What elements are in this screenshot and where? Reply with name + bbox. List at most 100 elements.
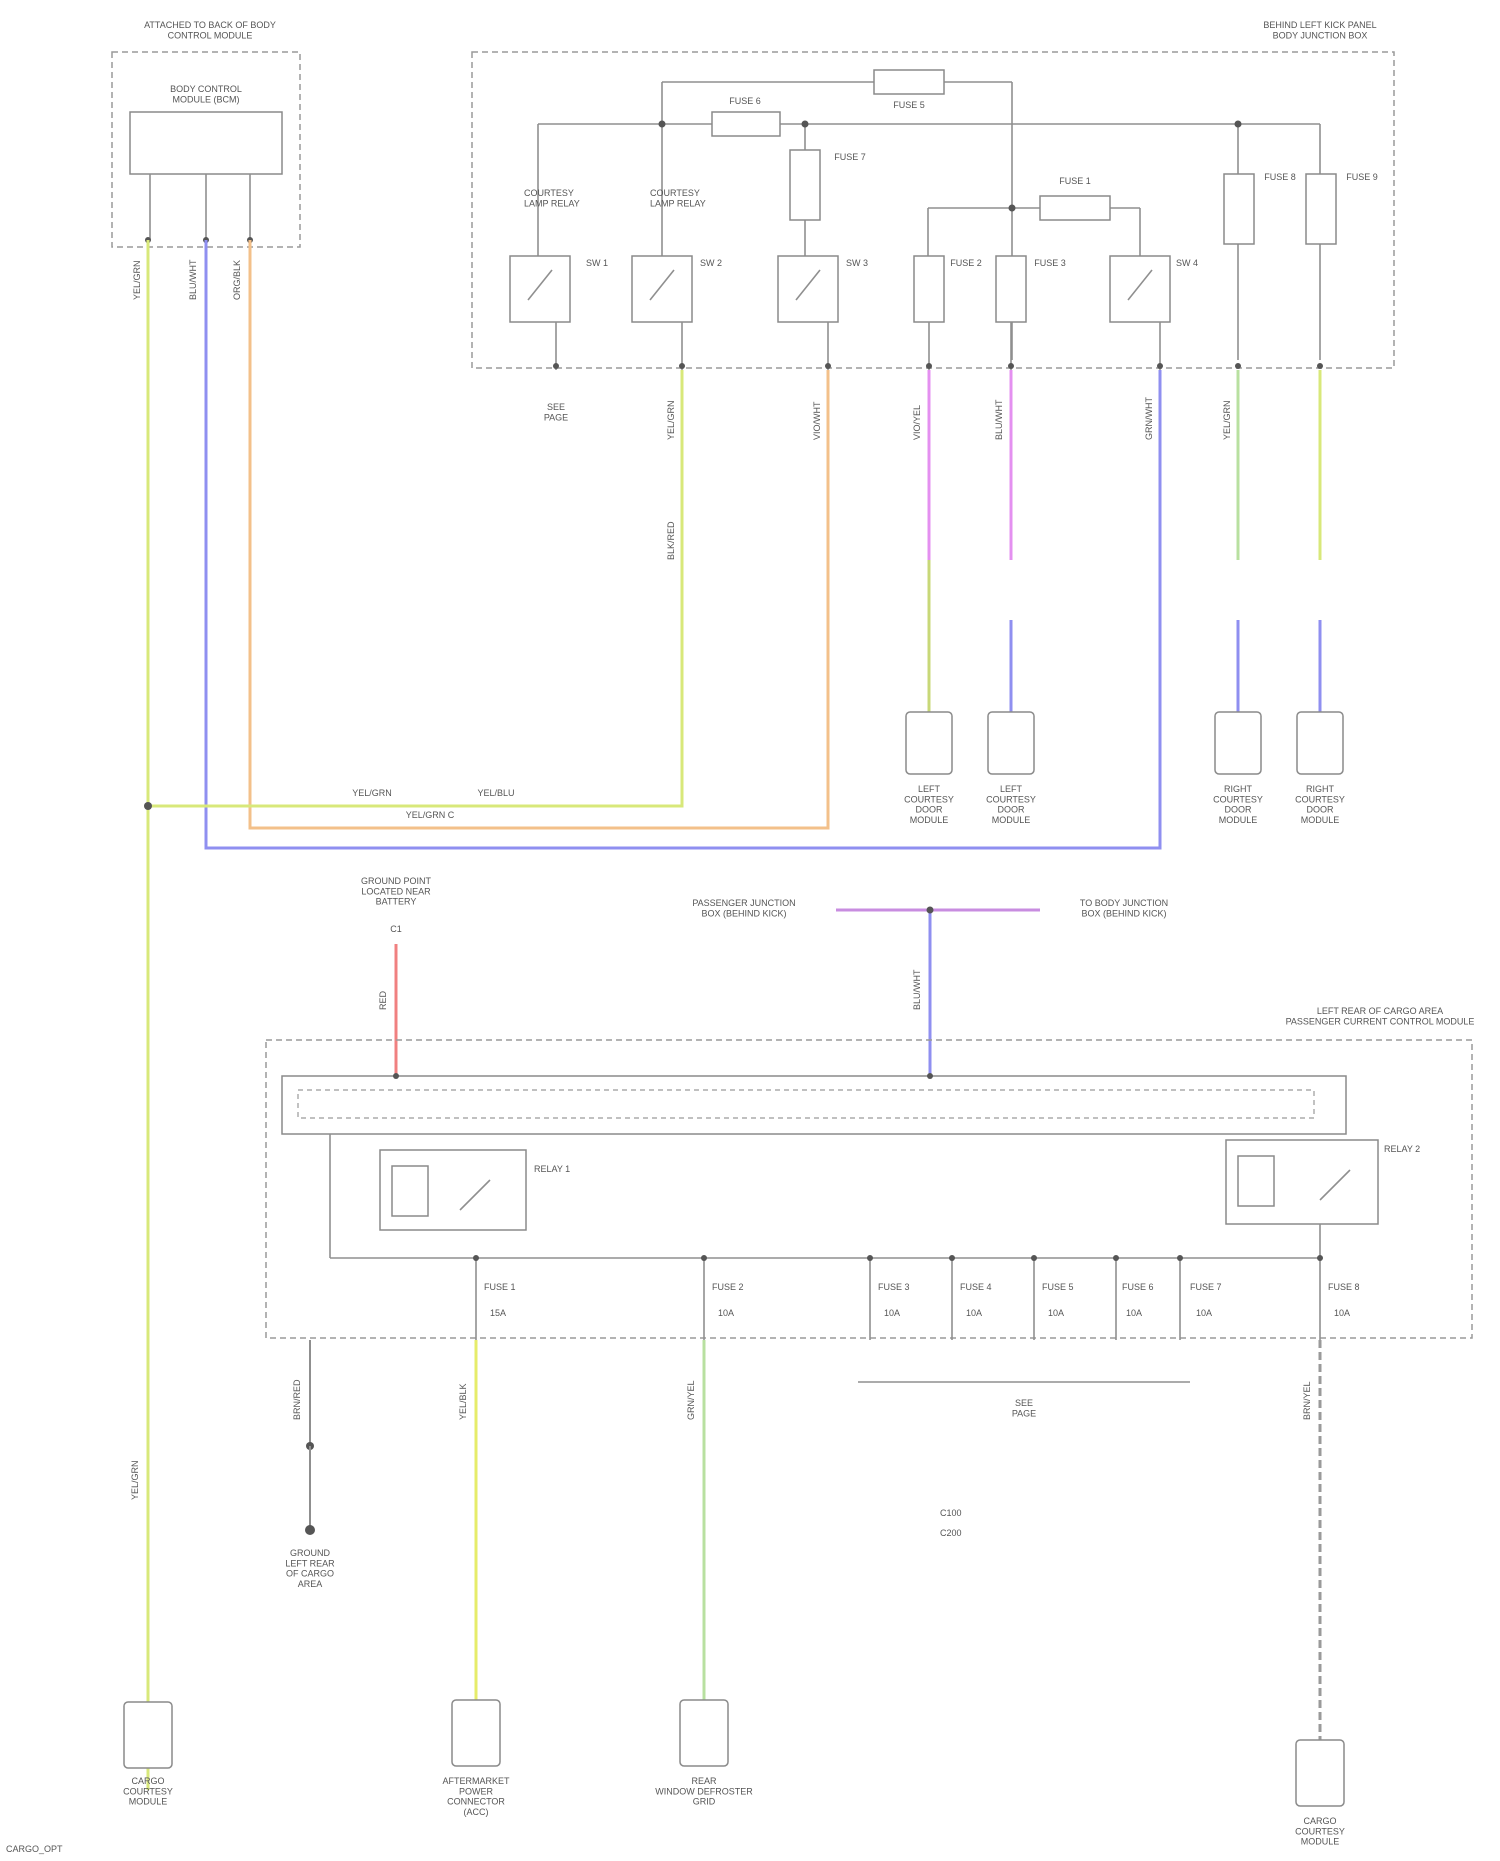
lower-wire-label-1: BRN/RED [292,1379,302,1420]
wire-label-red: RED [378,990,388,1010]
jb-switch-label-2: SW 2 [700,258,722,268]
lower-fuses: FUSE 1 15A FUSE 2 10A FUSE 3 10A FUSE 4 … [473,1255,1360,1340]
bcm-module [130,112,282,174]
bus-label-text: YEL/GRN C [406,810,455,820]
lower-relay-label-2: RELAY 2 [1384,1144,1420,1154]
wire-label-vertical-mid: BLU/WHT [912,969,922,1010]
wire-label-out-4: VIO/YEL [912,405,922,440]
jb-fuse-label-8: FUSE 3 [1034,258,1066,268]
lower-fuse-label-4: FUSE 4 [960,1282,992,1292]
source-left-conn: C1 [390,924,402,934]
lower-fuse-rating-6: 10A [1126,1308,1142,1318]
jb-fuse-1 [874,70,944,94]
component-left-door-2 [988,712,1034,774]
lower-fuse-rating-3: 10A [884,1308,900,1318]
wire-orange-loop [250,240,828,828]
lower-fuse-label-1: FUSE 1 [484,1282,516,1292]
bus-label-left: YEL/GRN [352,788,392,798]
lower-fuse-rating-4: 10A [966,1308,982,1318]
lower-wires: BRN/RED YEL/BLK GRN/YEL BRN/YEL YEL/GRN … [130,1340,1320,1740]
jb-fuse-label-1: FUSE 5 [893,100,925,110]
jb-fuse-label-5: FUSE 8 [1264,172,1296,182]
jb-fuse-label-7: FUSE 2 [950,258,982,268]
footer-label: CARGO_OPT [6,1844,63,1854]
jb-fuse-3 [790,150,820,220]
bcm-wire-label-3: ORG/BLK [232,260,242,300]
jb-fuse-label-6: FUSE 9 [1346,172,1378,182]
wire-label-out-2: BLK/RED [666,521,676,560]
jb-fuse-8 [996,256,1026,322]
legend-2: C200 [940,1528,962,1538]
component-rear-defroster [680,1700,728,1766]
bus-label-right: YEL/BLU [477,788,514,798]
lower-wire-label-4: BRN/YEL [1302,1381,1312,1420]
lower-fuse-rating-1: 15A [490,1308,506,1318]
legend-1: C100 [940,1508,962,1518]
jb-fuse-5 [1224,174,1254,244]
jb-switch-3 [778,256,838,322]
jb-switch-4 [1110,256,1170,322]
jb-switch-label-1: SW 1 [586,258,608,268]
component-right-door-2 [1297,712,1343,774]
lower-fuse-label-7: FUSE 7 [1190,1282,1222,1292]
wire-label-out-7: YEL/GRN [1222,400,1232,440]
lower-wire-label-2: YEL/BLK [458,1383,468,1420]
jb-fuse-6 [1306,174,1336,244]
lower-fuse-label-3: FUSE 3 [878,1282,910,1292]
jb-switch-label-3: SW 3 [846,258,868,268]
lower-fuse-label-6: FUSE 6 [1122,1282,1154,1292]
wire-label-out-6: GRN/WHT [1144,397,1154,440]
jb-fuse-7 [914,256,944,322]
lower-wire-label-5: YEL/GRN [130,1460,140,1500]
bcm-wire-label-1: YEL/GRN [132,260,142,300]
jb-fuse-label-4: FUSE 1 [1059,176,1091,186]
lower-fuse-label-8: FUSE 8 [1328,1282,1360,1292]
jb-fuse-label-3: FUSE 7 [834,152,866,162]
component-cargo-courtesy-1 [124,1702,172,1768]
lower-bus-outer [282,1076,1346,1134]
wire-label-out-1: YEL/GRN [666,400,676,440]
lower-fuse-rating-8: 10A [1334,1308,1350,1318]
jb-fuse-4 [1040,196,1110,220]
component-aftermarket-connector [452,1700,500,1766]
lower-fuse-rating-2: 10A [718,1308,734,1318]
lower-fuse-label-2: FUSE 2 [712,1282,744,1292]
wire-yel-grn-branch [148,370,682,806]
wire-label-out-5: BLU/WHT [994,399,1004,440]
jb-switch-label-4: SW 4 [1176,258,1198,268]
component-cargo-courtesy-2 [1296,1740,1344,1806]
jb-switch-2 [632,256,692,322]
lower-fuse-label-5: FUSE 5 [1042,1282,1074,1292]
lower-fuse-rating-7: 10A [1196,1308,1212,1318]
jb-switch-1 [510,256,570,322]
component-left-door-1 [906,712,952,774]
jb-fuse-label-2: FUSE 6 [729,96,761,106]
jb-fuse-2 [712,112,780,136]
component-right-door-1 [1215,712,1261,774]
